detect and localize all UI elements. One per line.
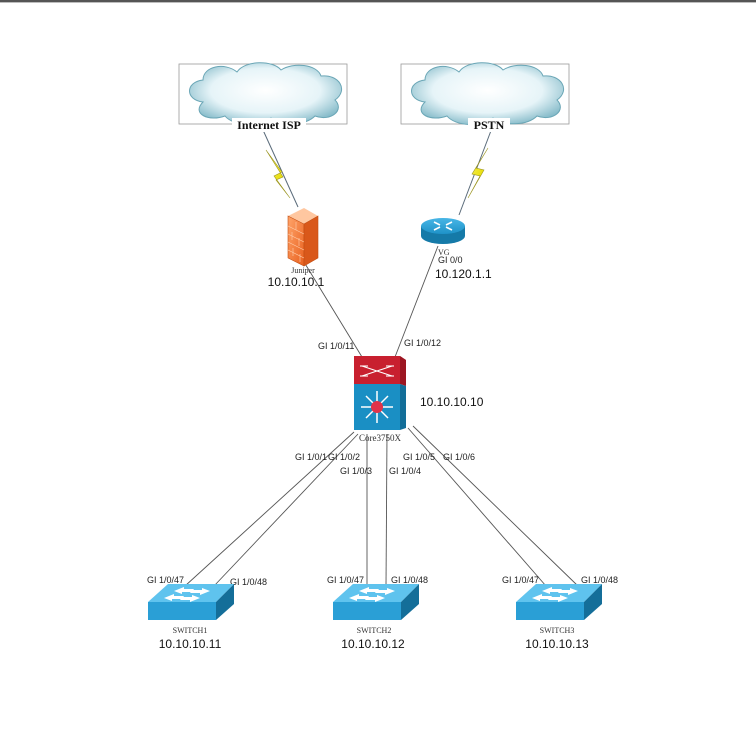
port-label: GI 1/0/47 <box>327 575 364 585</box>
switch-icon <box>516 584 602 620</box>
cloud-label-bg <box>468 118 510 132</box>
cloud-label: Internet ISP <box>237 118 301 132</box>
port-label: GI 1/0/3 <box>340 466 372 476</box>
port-label: GI 1/0/2 <box>328 452 360 462</box>
cloud-icon <box>189 62 343 126</box>
port-label: GI 1/0/4 <box>389 466 421 476</box>
port-label: GI 1/0/48 <box>581 575 618 585</box>
link-internet-firewall <box>262 129 299 208</box>
router-vg[interactable]: VG GI 0/0 10.120.1.1 <box>421 218 492 281</box>
device-name: SWITCH2 <box>357 626 392 635</box>
cloud-label-bg <box>232 118 306 132</box>
port-label: GI 1/0/47 <box>502 575 539 585</box>
switch-icon <box>333 584 419 620</box>
access-switch-2[interactable]: GI 1/0/47 GI 1/0/48 SWITCH2 10.10.10.12 <box>327 575 428 651</box>
port-label: GI 1/0/6 <box>443 452 475 462</box>
link-router-core <box>394 245 439 358</box>
router-icon <box>421 218 465 244</box>
window-top-border <box>0 0 756 2</box>
device-name: SWITCH3 <box>540 626 575 635</box>
firewall-juniper[interactable]: Juniper 10.10.10.1 <box>268 208 325 289</box>
link-core-switch3-a <box>407 427 547 587</box>
lightning-bolt-icon <box>467 147 489 199</box>
port-label: GI 1/0/5 <box>403 452 435 462</box>
device-name: VG <box>438 248 450 257</box>
link-core-switch2-b <box>385 433 388 587</box>
lightning-bolt-icon <box>265 149 291 199</box>
device-ip: 10.120.1.1 <box>435 267 492 281</box>
link-core-switch1-b <box>213 433 359 587</box>
core-switch-icon <box>354 356 406 430</box>
device-name: Core3750X <box>359 433 401 443</box>
access-switch-1[interactable]: GI 1/0/47 GI 1/0/48 SWITCH1 10.10.10.11 <box>147 575 267 651</box>
port-label: GI 1/0/48 <box>391 575 428 585</box>
port-label: GI 1/0/48 <box>230 577 267 587</box>
switch-icon <box>148 584 234 620</box>
firewall-icon <box>287 208 319 267</box>
port-label: GI 0/0 <box>438 255 463 265</box>
core-switch-3750x[interactable]: 10.10.10.10 Core3750X <box>354 356 484 443</box>
port-label: GI 1/0/1 <box>295 452 327 462</box>
device-name: SWITCH1 <box>173 626 208 635</box>
port-label: GI 1/0/12 <box>404 338 441 348</box>
device-ip: 10.10.10.11 <box>159 637 222 651</box>
device-ip: 10.10.10.13 <box>525 637 589 651</box>
link-core-switch1-a <box>184 431 355 587</box>
window-top-border-shadow <box>0 2 756 3</box>
cloud-label: PSTN <box>474 118 505 132</box>
link-firewall-core <box>303 261 363 358</box>
cloud-pstn[interactable]: PSTN <box>400 62 570 132</box>
cloud-internet-isp[interactable]: Internet ISP <box>178 62 348 132</box>
port-label: GI 1/0/11 <box>318 341 354 351</box>
port-label: GI 1/0/47 <box>147 575 184 585</box>
device-ip: 10.10.10.1 <box>268 275 325 289</box>
cloud-icon <box>411 62 565 126</box>
device-name: Juniper <box>291 266 315 275</box>
device-ip: 10.10.10.12 <box>341 637 405 651</box>
access-switch-3[interactable]: GI 1/0/47 GI 1/0/48 SWITCH3 10.10.10.13 <box>502 575 618 651</box>
link-core-switch3-b <box>412 425 579 587</box>
device-ip: 10.10.10.10 <box>420 395 484 409</box>
